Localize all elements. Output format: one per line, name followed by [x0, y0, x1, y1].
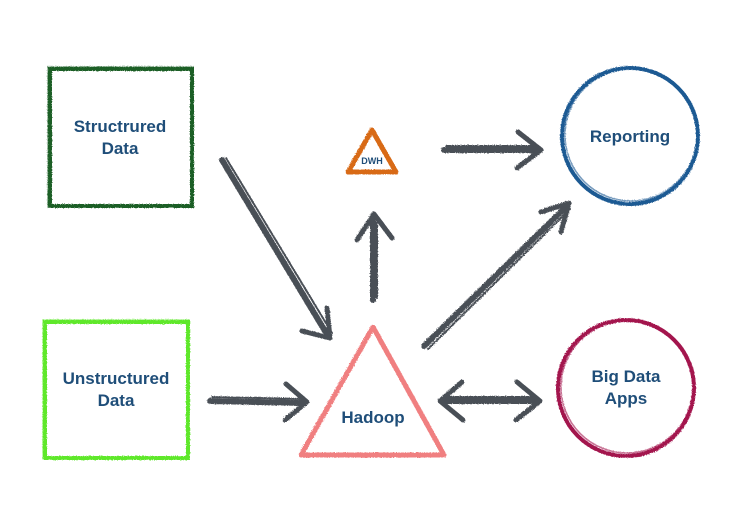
arrow-structured-to-hadoop	[219, 157, 333, 341]
arrows	[207, 129, 572, 423]
dwh-label: DWH	[361, 156, 383, 166]
hadoop-label: Hadoop	[341, 408, 404, 427]
reporting-label: Reporting	[590, 127, 670, 146]
unstructured-data-label-line2: Data	[98, 391, 135, 410]
big-data-apps-node: Big Data Apps	[556, 318, 696, 458]
hadoop-triangle	[298, 324, 447, 458]
big-data-apps-circle	[556, 318, 696, 458]
arrow-dwh-to-reporting	[441, 129, 544, 171]
arrow-hadoop-to-dwh	[354, 211, 395, 303]
unstructured-data-node: Unstructured Data	[42, 319, 190, 460]
hadoop-node: Hadoop	[298, 324, 447, 458]
big-data-apps-label-line1: Big Data	[592, 367, 662, 386]
structured-data-box	[48, 67, 194, 208]
structured-data-label-line1: Structrured	[74, 117, 167, 136]
big-data-apps-label-line2: Apps	[605, 389, 648, 408]
dwh-node: DWH	[345, 127, 399, 175]
structured-data-node: Structrured Data	[47, 66, 194, 208]
arrow-hadoop-bigdata-bidirectional	[437, 379, 543, 423]
reporting-circle	[560, 66, 700, 206]
dwh-triangle	[345, 127, 399, 175]
structured-data-label-line2: Data	[102, 139, 139, 158]
reporting-node: Reporting	[560, 66, 700, 206]
unstructured-data-box	[43, 320, 190, 460]
arrow-unstructured-to-hadoop	[207, 381, 310, 423]
arrow-hadoop-to-reporting	[421, 200, 572, 350]
unstructured-data-label-line1: Unstructured	[63, 369, 170, 388]
